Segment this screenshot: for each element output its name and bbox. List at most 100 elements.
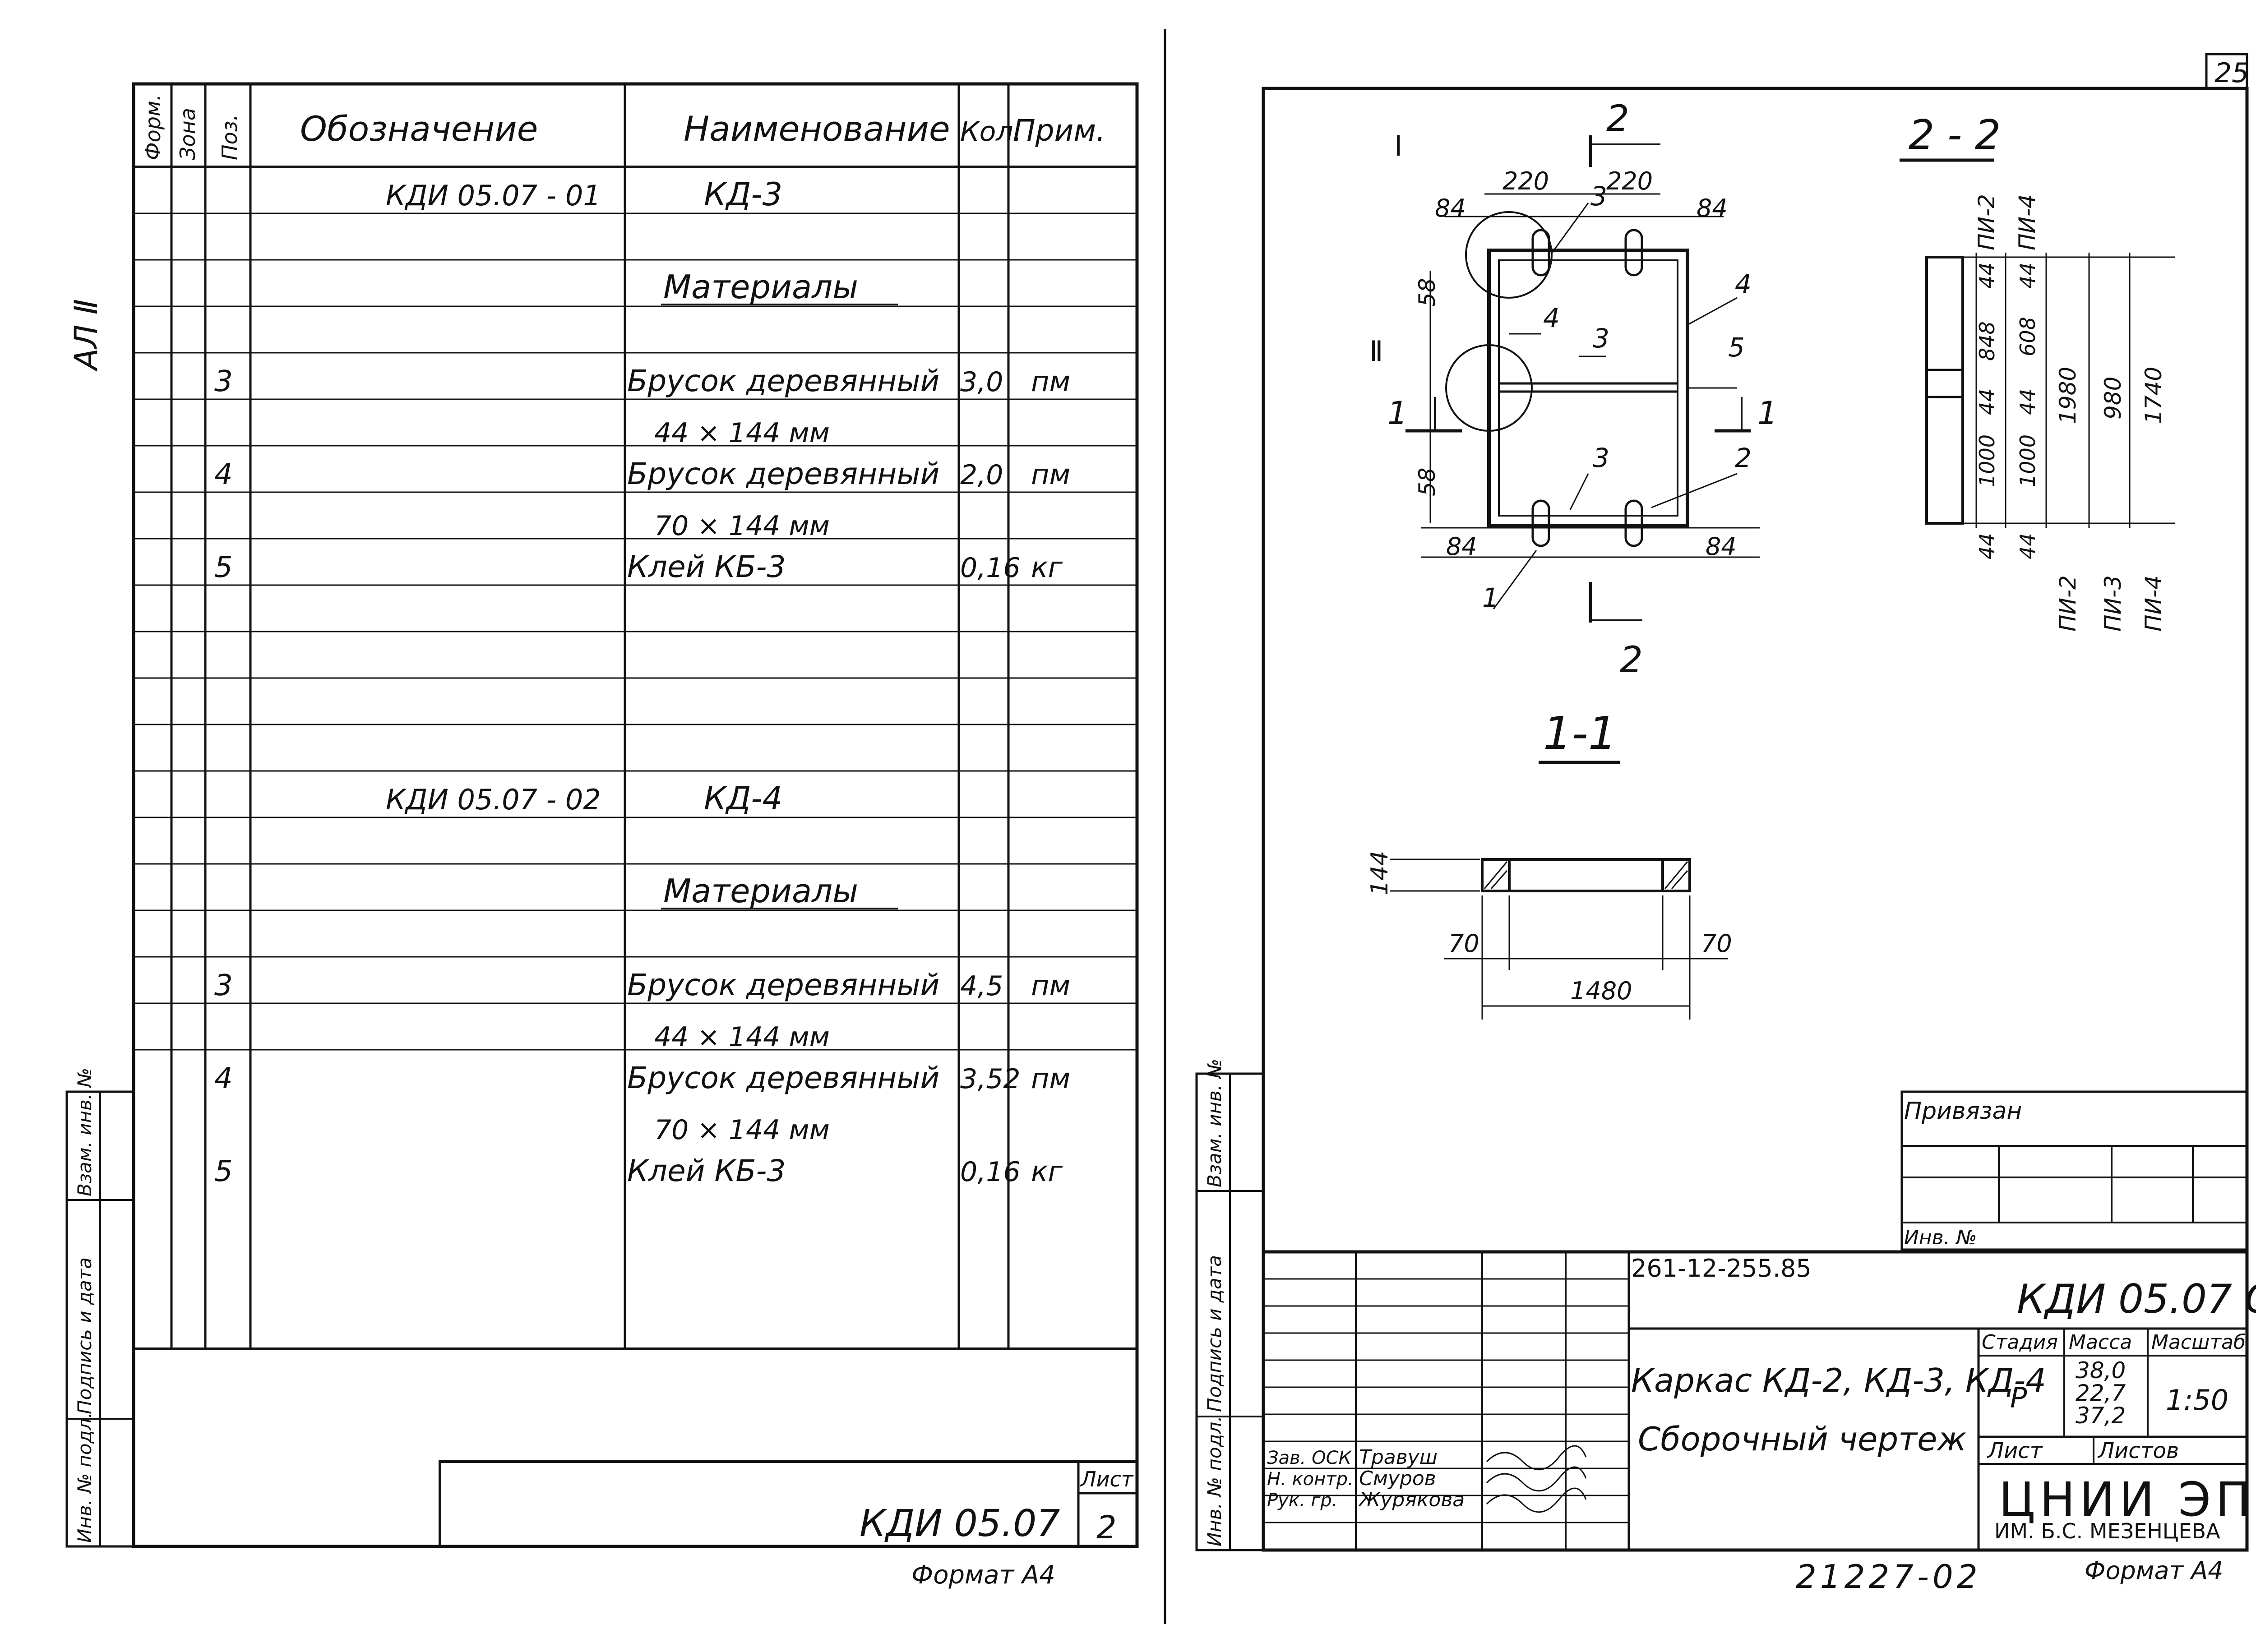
org-subtitle: ИМ. Б.С. МЕЗЕНЦЕВА [1994, 1519, 2220, 1543]
row-name: 44 × 144 мм [654, 417, 830, 449]
row-name: Материалы [663, 872, 858, 910]
vdim-1980: 1980 [2055, 367, 2081, 424]
stage-value: Р [2010, 1381, 2027, 1414]
sheets-label: Листов [2097, 1438, 2179, 1463]
header-pos: Поз. [217, 114, 242, 160]
pos-3-top: 3 [1590, 181, 1607, 212]
stamp-inv-podl: Инв. № подл. [74, 1412, 96, 1543]
panel-bottom-pi4: ПИ-4 [2140, 575, 2167, 632]
vdim-44-c: 44 [1975, 533, 1999, 559]
dim-58-bottom: 58 [1414, 467, 1440, 496]
dim-58-top: 58 [1414, 278, 1440, 307]
spec-row: Материалы [661, 872, 898, 910]
pos-2: 2 [1735, 443, 1752, 473]
row-name: Брусок деревянный [627, 364, 939, 398]
dim-1480: 1480 [1570, 977, 1632, 1005]
stamp-vzam-inv-right: Взам. инв. № [1203, 1059, 1225, 1187]
row-note: кг [1031, 551, 1063, 584]
spec-row: 70 × 144 мм [654, 510, 830, 542]
header-zone: Зона [176, 108, 200, 160]
row-name: Брусок деревянный [627, 457, 939, 491]
dim-70-left: 70 [1448, 929, 1479, 958]
row-note: кг [1031, 1155, 1063, 1188]
mass-value-3: 37,2 [2076, 1403, 2126, 1429]
cut-label-top: 2 [1606, 97, 1629, 139]
row-name: Клей КБ-3 [627, 549, 786, 584]
scale-value: 1:50 [2166, 1384, 2228, 1417]
pos-1: 1 [1482, 582, 1499, 613]
right-side-stamp: Инв. № подл. Подпись и дата Взам. инв. № [1195, 1059, 1265, 1551]
signature-name: Травуш [1359, 1446, 1438, 1469]
vdim-1000-a: 1000 [1975, 434, 1999, 487]
bound-label: Привязан [1904, 1098, 2022, 1125]
left-format: Формат А4 [911, 1560, 1055, 1590]
mass-value-2: 22,7 [2076, 1380, 2126, 1406]
row-name: КД-4 [704, 780, 782, 817]
vdim-44-f: 44 [2016, 533, 2040, 559]
pos-4-right: 4 [1735, 269, 1752, 300]
vdim-1000-b: 1000 [2016, 434, 2040, 487]
section-2-2-title: 2 - 2 [1909, 111, 2001, 159]
signature-scribble [1486, 1487, 1587, 1513]
left-code: КДИ 05.07 [860, 1502, 1060, 1545]
stamp-signature-date-right: Подпись и дата [1203, 1255, 1225, 1412]
dim-84-tr: 84 [1697, 194, 1728, 222]
row-name: Материалы [663, 268, 858, 306]
row-qty: 2,0 [960, 459, 1003, 491]
signature-role: Н. контр. [1267, 1469, 1354, 1490]
vdim-848: 848 [1975, 321, 1999, 361]
pos-3-mid: 3 [1593, 323, 1609, 354]
section-1-1-title: 1-1 [1543, 707, 1617, 760]
side-label: АЛ Ⅱ [68, 299, 105, 372]
signature-role: Рук. гр. [1267, 1490, 1338, 1511]
vdim-1740: 1740 [2140, 367, 2167, 424]
left-sheet: Форм. Зона Поз. Обозначение Наименование… [65, 82, 1139, 1590]
main-title-block: 261-12-255.85 КДИ 05.07 СБ Каркас КД-2, … [1262, 1250, 2256, 1552]
row-name: 70 × 144 мм [654, 1114, 830, 1146]
doc-subtitle: Сборочный чертеж [1638, 1420, 1966, 1458]
row-name: 70 × 144 мм [654, 510, 830, 542]
row-note: пм [1031, 458, 1070, 491]
archive-number: 21227-02 [1796, 1558, 1981, 1596]
row-name: 44 × 144 мм [654, 1021, 830, 1053]
spec-row: 44 × 144 мм [654, 1021, 830, 1053]
inv-label: Инв. № [1904, 1226, 1977, 1249]
panel-top-pi2: ПИ-2 [1974, 194, 2000, 250]
section-2-2: 2 - 2 ПИ-2 ПИ-4 44 848 44 1000 44 44 608… [1900, 111, 2175, 632]
row-pos: 5 [214, 1155, 233, 1188]
row-lines [134, 212, 1137, 1051]
row-qty: 0,16 [960, 1156, 1021, 1188]
vdim-980: 980 [2100, 377, 2126, 420]
dim-70-right: 70 [1701, 929, 1732, 958]
scale-label: Масштаб [2151, 1331, 2246, 1354]
spec-row: 44 × 144 мм [654, 417, 830, 449]
page-number: 25 [2214, 57, 2249, 89]
signature-role: Зав. ОСК [1267, 1448, 1352, 1468]
header-designation: Обозначение [300, 109, 538, 149]
signature-name: Журякова [1358, 1488, 1465, 1511]
mass-value-1: 38,0 [2076, 1357, 2126, 1384]
row-name: Брусок деревянный [627, 1061, 939, 1095]
row-qty: 0,16 [960, 552, 1021, 584]
signature-scribble [1486, 1466, 1587, 1492]
cut-1-left: 1 [1387, 395, 1408, 432]
stamp-signature-date: Подпись и дата [74, 1257, 96, 1414]
section-1-1: 1-1 144 70 70 1480 [1366, 707, 1732, 1020]
right-sheet: 25 [1195, 53, 2256, 1596]
sheet-label-right: Лист [1987, 1438, 2043, 1463]
row-note: пм [1031, 365, 1070, 398]
dim-220-right: 220 [1606, 167, 1653, 195]
pos-3-bottom: 3 [1593, 443, 1609, 473]
left-title-block: КДИ 05.07 Лист 2 [439, 1460, 1138, 1548]
signature-name: Смуров [1359, 1467, 1436, 1490]
row-name: Брусок деревянный [627, 968, 939, 1002]
left-frame [132, 82, 1139, 1548]
